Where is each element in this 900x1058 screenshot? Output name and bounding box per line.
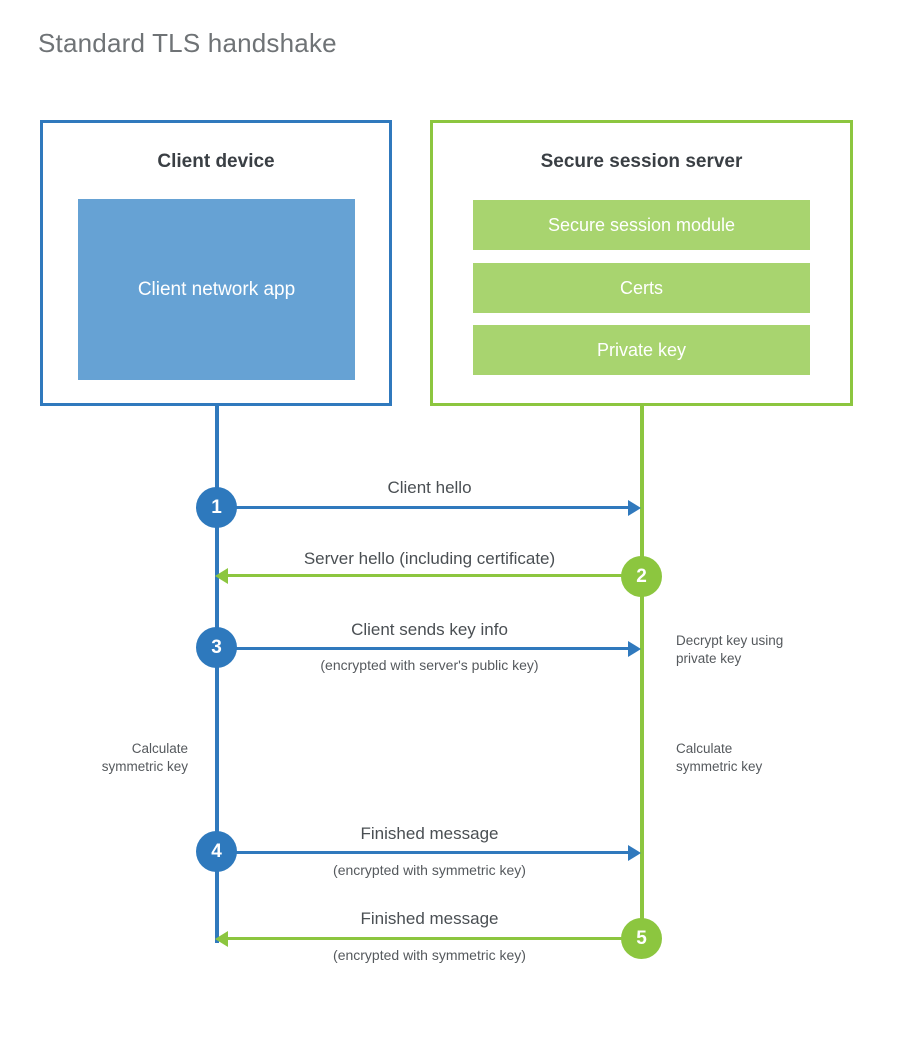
step-3-arrow-head-icon [628,641,641,657]
step-2-arrow-line [228,574,641,577]
step-3-badge: 3 [196,627,237,668]
note-server-decrypt-line-1: Decrypt key using [676,633,784,648]
client-network-app-block: Client network app [78,199,355,380]
note-server-decrypt: Decrypt key using private key [676,632,866,668]
step-5-arrow-head-icon [215,931,228,947]
note-client-calculate-symmetric-key: Calculate symmetric key [28,740,188,776]
step-3-label: Client sends key info [351,620,508,639]
step-2-arrow-head-icon [215,568,228,584]
step-4-arrow-line [217,851,629,854]
step-5-badge: 5 [621,918,662,959]
client-device-title: Client device [157,151,275,172]
step-1-badge: 1 [196,487,237,528]
step-4-sublabel: (encrypted with symmetric key) [333,862,526,878]
note-server-decrypt-line-2: private key [676,650,742,666]
server-block-secure-session-module: Secure session module [473,200,810,250]
step-4-badge: 4 [196,831,237,872]
step-5-arrow-line [228,937,641,940]
step-3-sublabel: (encrypted with server's public key) [320,657,539,673]
step-1-arrow-head-icon [628,500,641,516]
note-server-calculate-line-2: symmetric key [676,758,763,774]
secure-session-server-box: Secure session server Secure session mod… [430,120,853,406]
server-lifeline [640,406,644,943]
step-2-badge: 2 [621,556,662,597]
server-block-certs: Certs [473,263,810,313]
client-lifeline [215,406,219,943]
note-client-calculate-line-1: Calculate [131,741,188,756]
note-server-calculate-line-1: Calculate [676,741,733,756]
step-5-sublabel: (encrypted with symmetric key) [333,947,526,963]
secure-session-server-title: Secure session server [540,151,743,172]
step-2-label: Server hello (including certificate) [303,549,556,568]
step-3-arrow-line [217,647,629,650]
note-client-calculate-line-2: symmetric key [101,758,188,774]
page-title: Standard TLS handshake [38,28,337,58]
step-5-label: Finished message [360,909,499,928]
step-1-label: Client hello [387,478,472,497]
note-server-calculate-symmetric-key: Calculate symmetric key [676,740,856,776]
server-block-private-key: Private key [473,325,810,375]
step-4-label: Finished message [360,824,499,843]
step-4-arrow-head-icon [628,845,641,861]
step-1-arrow-line [217,506,629,509]
client-device-box: Client device Client network app [40,120,392,406]
